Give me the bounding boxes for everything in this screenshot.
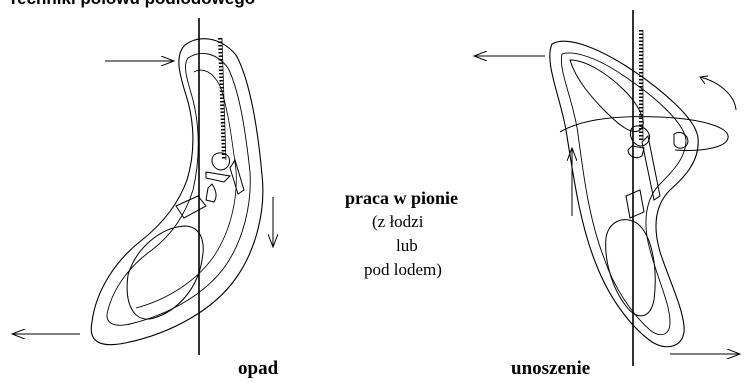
label-opad: opad — [238, 358, 278, 380]
center-line-1: (z łodzi — [372, 212, 423, 232]
label-unoszenie: unoszenie — [511, 358, 590, 380]
left-rod-line — [220, 38, 224, 160]
left-clip — [230, 160, 244, 194]
left-jig-figure — [12, 18, 273, 355]
right-lure-inner — [561, 53, 686, 335]
right-lure-window — [570, 60, 643, 132]
center-line-2: lub — [396, 236, 418, 256]
center-line-3: pod lodem) — [364, 260, 442, 280]
left-swivel — [206, 153, 230, 202]
right-lure-hole — [606, 220, 656, 316]
left-lure-hole — [127, 226, 203, 319]
left-lure-inner — [107, 53, 250, 325]
center-title: praca w pionie — [345, 188, 458, 209]
right-rotation-arc-upper — [700, 77, 736, 110]
right-jig-figure — [474, 10, 740, 366]
right-clip — [642, 136, 660, 200]
